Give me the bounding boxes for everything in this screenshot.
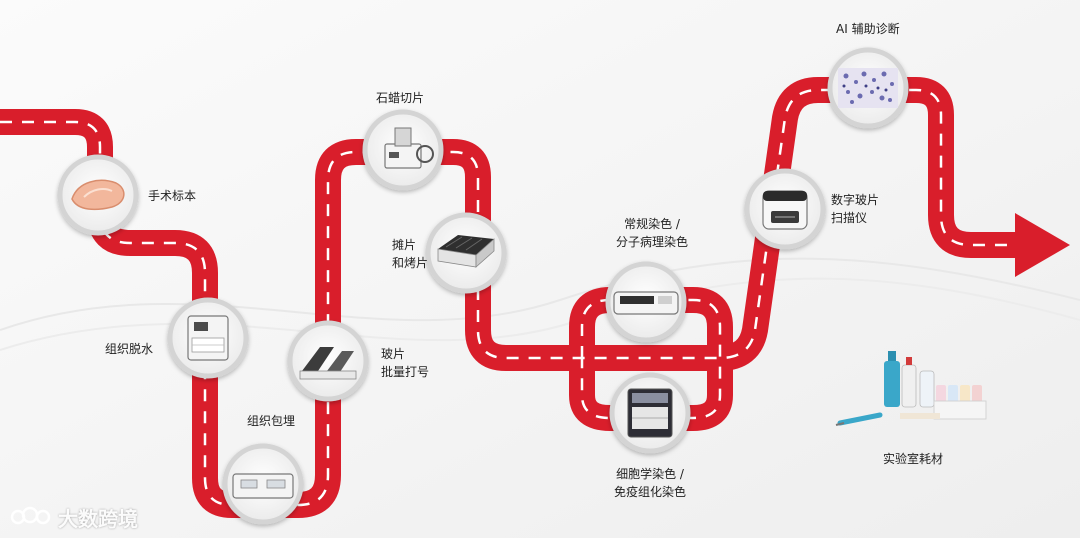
step-label: 手术标本 bbox=[148, 187, 196, 205]
station-ai-diagnosis bbox=[830, 50, 906, 126]
processor-icon bbox=[188, 316, 228, 360]
station-stainer bbox=[608, 264, 684, 340]
step-label-line2: 扫描仪 bbox=[831, 209, 879, 227]
station-slide-printer bbox=[290, 323, 366, 399]
step-label: 细胞学染色 / 免疫组化染色 bbox=[600, 465, 700, 501]
station-microtome bbox=[365, 112, 441, 188]
step-label: 组织包埋 bbox=[247, 412, 295, 430]
step-label: AI 辅助诊断 bbox=[836, 20, 900, 38]
ihc-stainer-icon bbox=[628, 389, 672, 437]
ai-image-icon bbox=[838, 68, 898, 108]
step-label: 常规染色 / 分子病理染色 bbox=[602, 215, 702, 251]
step-label: 石蜡切片 bbox=[376, 89, 424, 107]
station-slide-warmer bbox=[428, 215, 504, 291]
step-label-line2: 和烤片 bbox=[392, 254, 428, 272]
step-label-line1: 常规染色 / bbox=[602, 215, 702, 233]
consumables-label: 实验室耗材 bbox=[883, 450, 943, 468]
station-tissue bbox=[60, 157, 136, 233]
embedder-icon bbox=[233, 474, 293, 498]
step-label-line2: 免疫组化染色 bbox=[600, 483, 700, 501]
station-embedder bbox=[225, 446, 301, 522]
watermark-text: 大数跨境 bbox=[58, 503, 138, 532]
scanner-icon bbox=[763, 191, 807, 229]
step-label-line2: 批量打号 bbox=[381, 363, 429, 381]
step-label-line1: 细胞学染色 / bbox=[600, 465, 700, 483]
station-scanner bbox=[747, 171, 823, 247]
step-label-line1: 玻片 bbox=[381, 345, 429, 363]
station-processor bbox=[170, 300, 246, 376]
step-label: 数字玻片 扫描仪 bbox=[831, 191, 879, 227]
watermark: 大数跨境 bbox=[10, 502, 138, 532]
step-label: 摊片 和烤片 bbox=[392, 236, 428, 272]
step-label-line1: 摊片 bbox=[392, 236, 428, 254]
step-label-line1: 数字玻片 bbox=[831, 191, 879, 209]
watermark-logo-icon bbox=[10, 505, 52, 529]
step-label: 组织脱水 bbox=[105, 340, 153, 358]
stainer-icon bbox=[614, 292, 678, 314]
step-label-line2: 分子病理染色 bbox=[602, 233, 702, 251]
step-label: 玻片 批量打号 bbox=[381, 345, 429, 381]
station-ihc-stainer bbox=[612, 375, 688, 451]
